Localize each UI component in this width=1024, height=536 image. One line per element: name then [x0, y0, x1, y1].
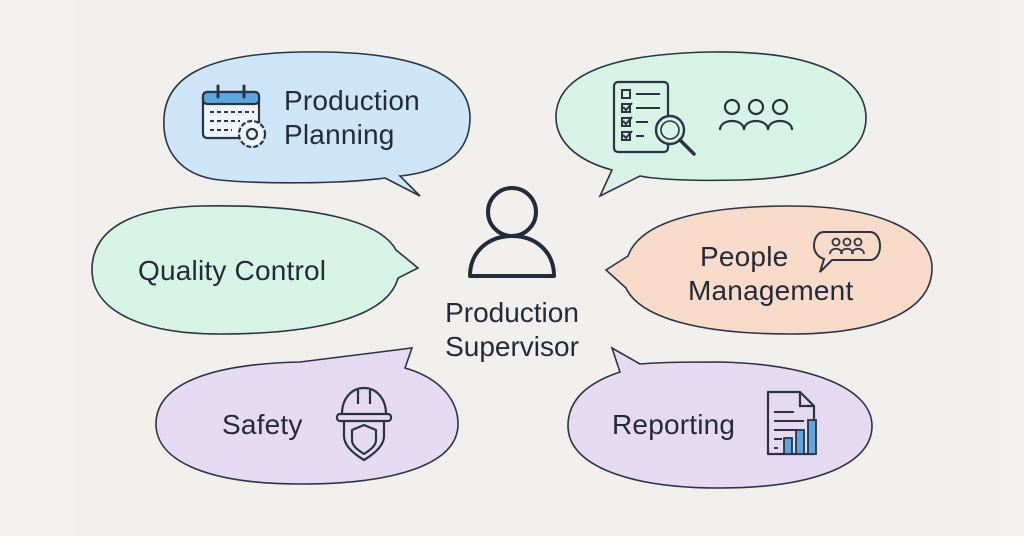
- node-label-quality-control: Quality Control: [138, 255, 327, 286]
- node-label-people-management: People Management: [688, 240, 853, 308]
- bubble-quality-control: [91, 205, 420, 335]
- team-icon: [718, 98, 794, 131]
- label-line: Management: [688, 275, 854, 306]
- chat-team-icon: [812, 231, 882, 273]
- bubble-people-management: [604, 205, 933, 335]
- label-line: Planning: [284, 119, 395, 150]
- label-line: People: [700, 241, 789, 272]
- center-title-line1: Production: [445, 297, 579, 328]
- center-label: Production Supervisor: [412, 296, 612, 364]
- hardhat-shield-icon: [335, 386, 393, 462]
- bubble-production-planning: [163, 51, 471, 197]
- person-icon: [468, 186, 556, 278]
- center-title-line2: Supervisor: [445, 331, 579, 362]
- node-label-safety: Safety: [222, 409, 303, 440]
- checklist-magnifier-icon: [612, 80, 696, 156]
- bubble-inspection-team: [555, 51, 867, 198]
- label-line: Production: [284, 85, 420, 116]
- node-label-production-planning: Production Planning: [284, 84, 420, 152]
- node-label-reporting: Reporting: [612, 409, 736, 440]
- report-chart-icon: [766, 390, 817, 456]
- bubble-safety: [155, 347, 459, 485]
- calendar-gear-icon: [201, 84, 267, 149]
